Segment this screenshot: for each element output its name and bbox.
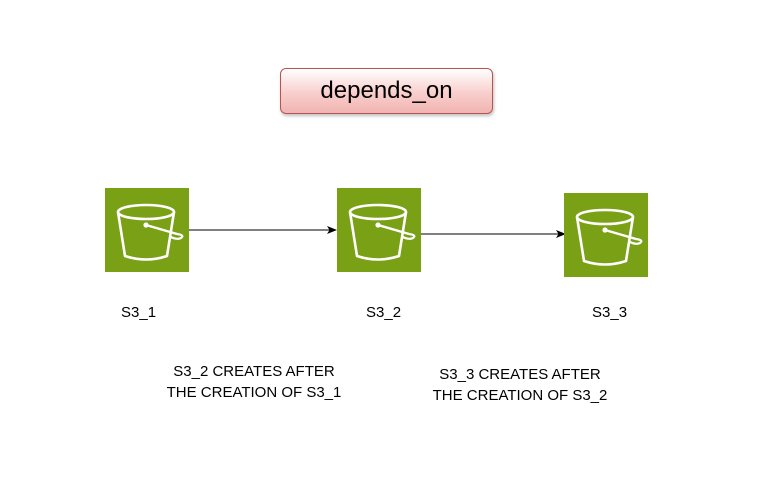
s3-bucket-node-1 bbox=[105, 188, 189, 272]
s3-bucket-icon bbox=[348, 203, 416, 261]
node-label-s3-1: S3_1 bbox=[121, 304, 157, 321]
edge-caption-2: S3_3 CREATES AFTER THE CREATION OF S3_2 bbox=[432, 366, 608, 404]
diagram-title: depends_on bbox=[280, 68, 493, 114]
s3-bucket-icon bbox=[575, 208, 643, 266]
node-label-s3-3: S3_3 bbox=[592, 304, 628, 321]
node-label-s3-2: S3_2 bbox=[366, 304, 402, 321]
s3-bucket-icon bbox=[116, 203, 184, 261]
s3-bucket-node-3 bbox=[564, 193, 648, 277]
s3-bucket-node-2 bbox=[337, 188, 421, 272]
edge-caption-1: S3_2 CREATES AFTER THE CREATION OF S3_1 bbox=[166, 363, 342, 401]
